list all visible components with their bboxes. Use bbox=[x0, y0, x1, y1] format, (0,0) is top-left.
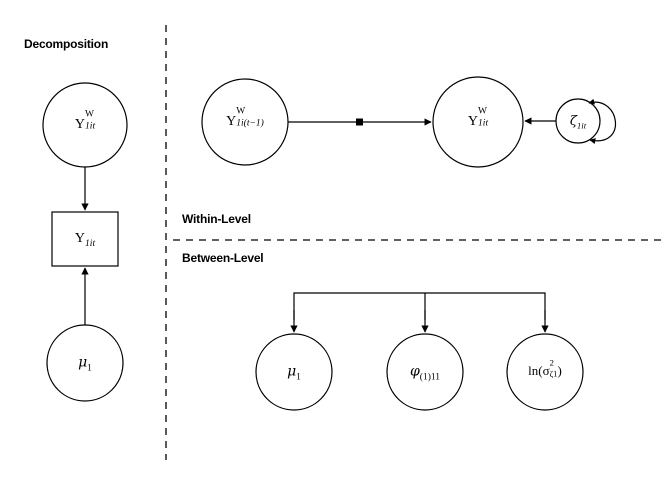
between-level-bracket bbox=[293, 292, 546, 320]
within-residual-base: ζ bbox=[569, 114, 577, 129]
within-lagged-sup: W bbox=[236, 106, 246, 117]
within-lagged-sub: 1i(t−1) bbox=[236, 118, 264, 129]
node-within-current[interactable] bbox=[432, 76, 524, 168]
node-decomp-mean[interactable] bbox=[46, 324, 124, 402]
within-level-heading: Within-Level bbox=[182, 212, 251, 226]
decomp-observed-sub: 1it bbox=[85, 238, 96, 249]
node-label-between-mean: μ1 bbox=[287, 363, 301, 383]
between-level-heading: Between-Level bbox=[182, 251, 264, 265]
between-ar-base: φ bbox=[409, 363, 420, 380]
node-label-within-residual: ζ1it bbox=[569, 114, 587, 131]
within-current-sup: W bbox=[478, 106, 488, 117]
node-decomp-observed[interactable] bbox=[51, 211, 119, 267]
node-label-decomp-mean: μ1 bbox=[78, 354, 92, 374]
within-residual-sub: 1it bbox=[576, 120, 587, 131]
between-logvar-sub: ζ1 bbox=[549, 368, 558, 379]
decomp-mean-base: μ bbox=[78, 354, 88, 371]
node-label-decomp-observed: Y1it bbox=[74, 231, 96, 249]
edge-residual-variance-self-loop bbox=[588, 98, 616, 145]
decomp-mean-sub: 1 bbox=[87, 363, 92, 374]
node-label-between-ar: φ(1)11 bbox=[409, 363, 441, 383]
within-current-sub: 1it bbox=[478, 118, 489, 129]
autoregression-path-marker bbox=[356, 118, 363, 126]
between-logvar-tail: ) bbox=[557, 362, 562, 378]
decomp-observed-base: Y bbox=[74, 231, 86, 246]
between-logvar-base: ln(σ bbox=[528, 362, 550, 378]
decomp-latent-sub: 1it bbox=[85, 121, 96, 132]
node-within-residual[interactable] bbox=[555, 98, 601, 144]
decomp-latent-sup: W bbox=[85, 109, 95, 120]
between-mean-base: μ bbox=[287, 363, 297, 380]
node-between-logvar[interactable] bbox=[506, 333, 584, 411]
decomposition-heading: Decomposition bbox=[24, 37, 109, 51]
within-lagged-base: Y bbox=[226, 114, 237, 130]
node-between-mean[interactable] bbox=[255, 333, 333, 411]
between-mean-sub: 1 bbox=[296, 372, 301, 383]
between-ar-sub: (1)11 bbox=[419, 372, 441, 383]
decomp-latent-base: Y bbox=[74, 117, 86, 133]
node-between-ar[interactable] bbox=[386, 333, 464, 411]
between-logvar-sup: 2 bbox=[549, 357, 554, 368]
within-current-base: Y bbox=[467, 114, 479, 130]
